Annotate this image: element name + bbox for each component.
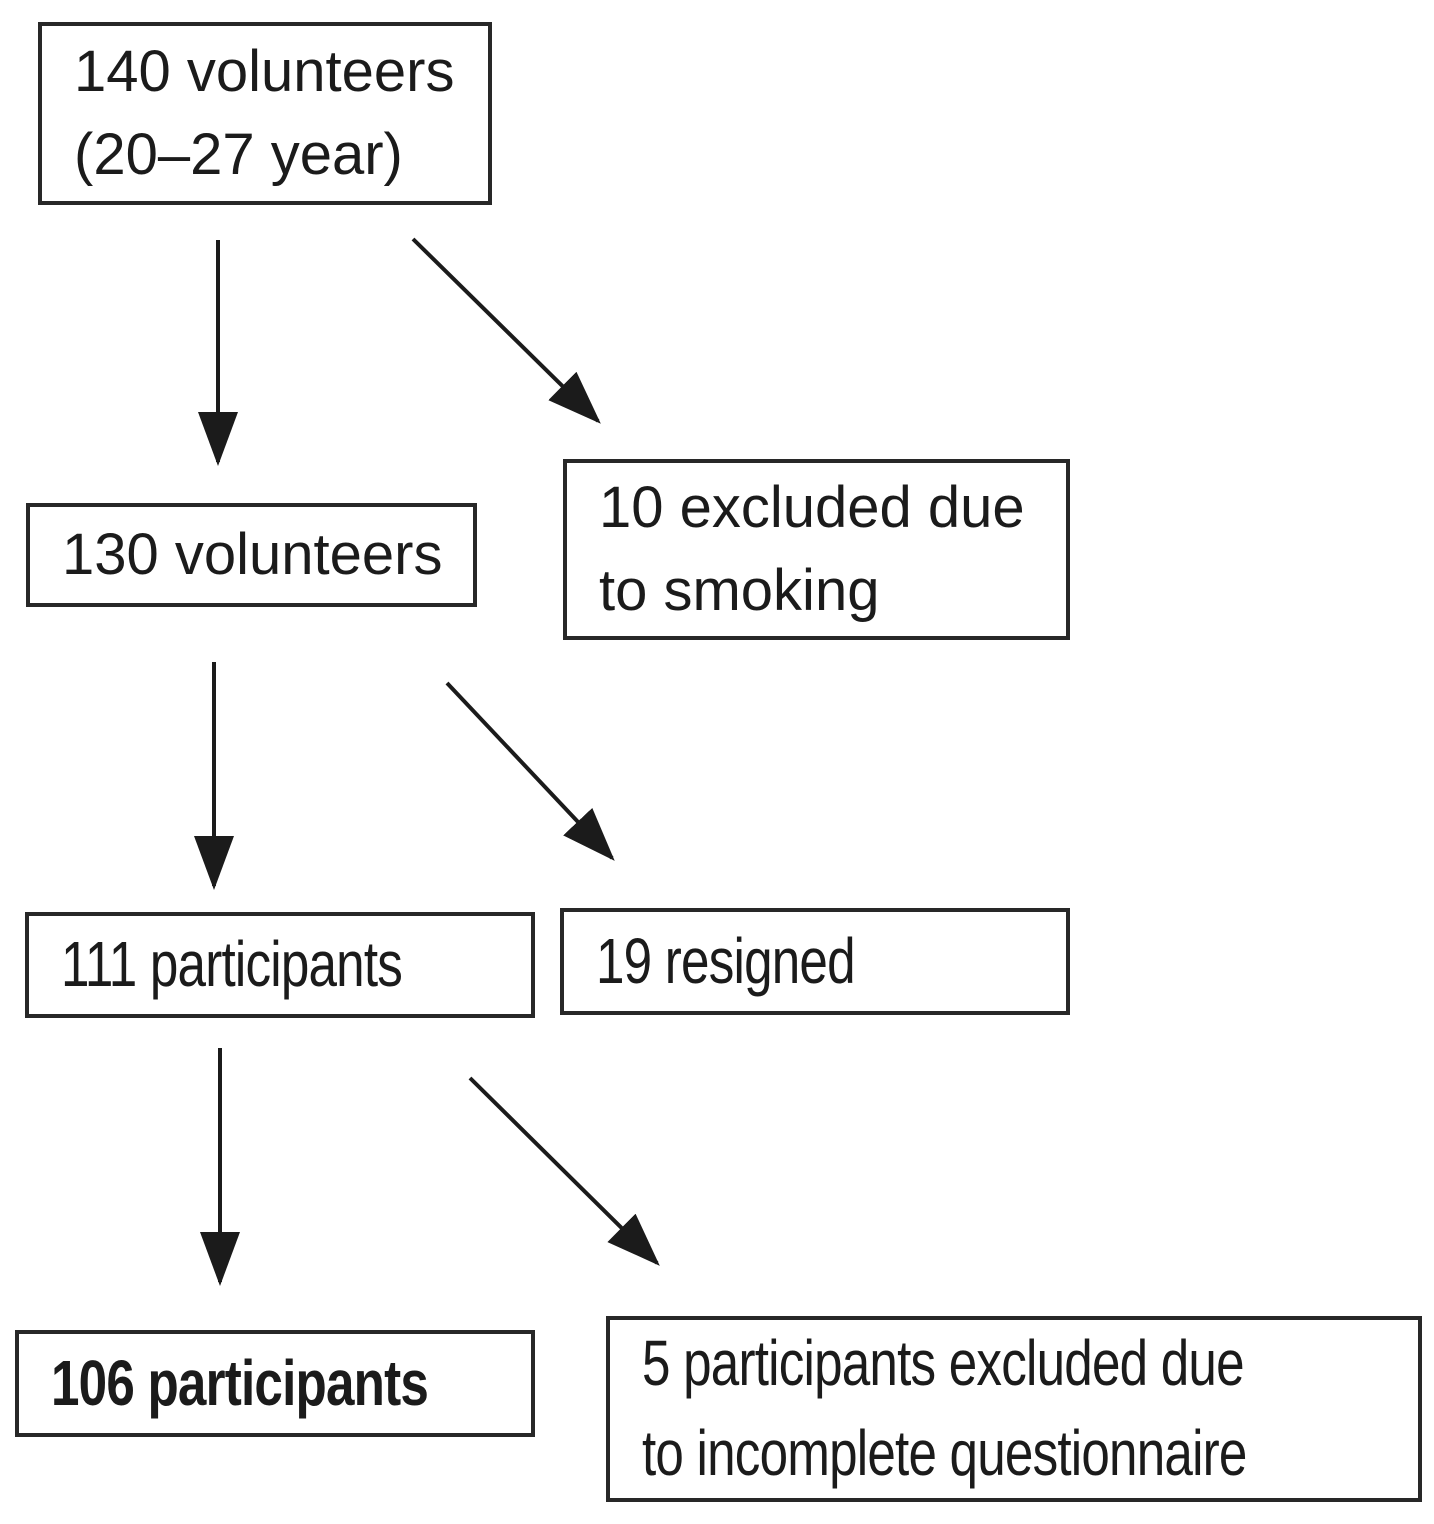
node-106-participants-label: 106 participants (51, 1346, 429, 1419)
node-140-volunteers: 140 volunteers (20–27 year) (38, 22, 492, 205)
arrow-111-to-excluded-questionnaire (468, 1076, 660, 1266)
node-111-participants-label: 111 participants (61, 928, 403, 1001)
node-excluded-questionnaire: 5 participants excluded due to incomplet… (606, 1316, 1422, 1502)
node-106-participants: 106 participants (15, 1330, 535, 1437)
node-130-volunteers: 130 volunteers (26, 503, 477, 607)
node-111-participants: 111 participants (25, 912, 535, 1018)
node-140-volunteers-label: 140 volunteers (20–27 year) (74, 39, 455, 187)
arrow-130-to-resigned (445, 681, 615, 861)
node-excluded-smoking: 10 excluded due to smoking (563, 459, 1070, 640)
node-19-resigned: 19 resigned (560, 908, 1070, 1015)
node-130-volunteers-label: 130 volunteers (62, 521, 443, 587)
arrow-140-to-excluded-smoking (411, 237, 601, 424)
node-excluded-smoking-label: 10 excluded due to smoking (599, 475, 1025, 623)
node-19-resigned-label: 19 resigned (596, 924, 856, 997)
node-excluded-questionnaire-label: 5 participants excluded due to incomplet… (642, 1327, 1247, 1489)
